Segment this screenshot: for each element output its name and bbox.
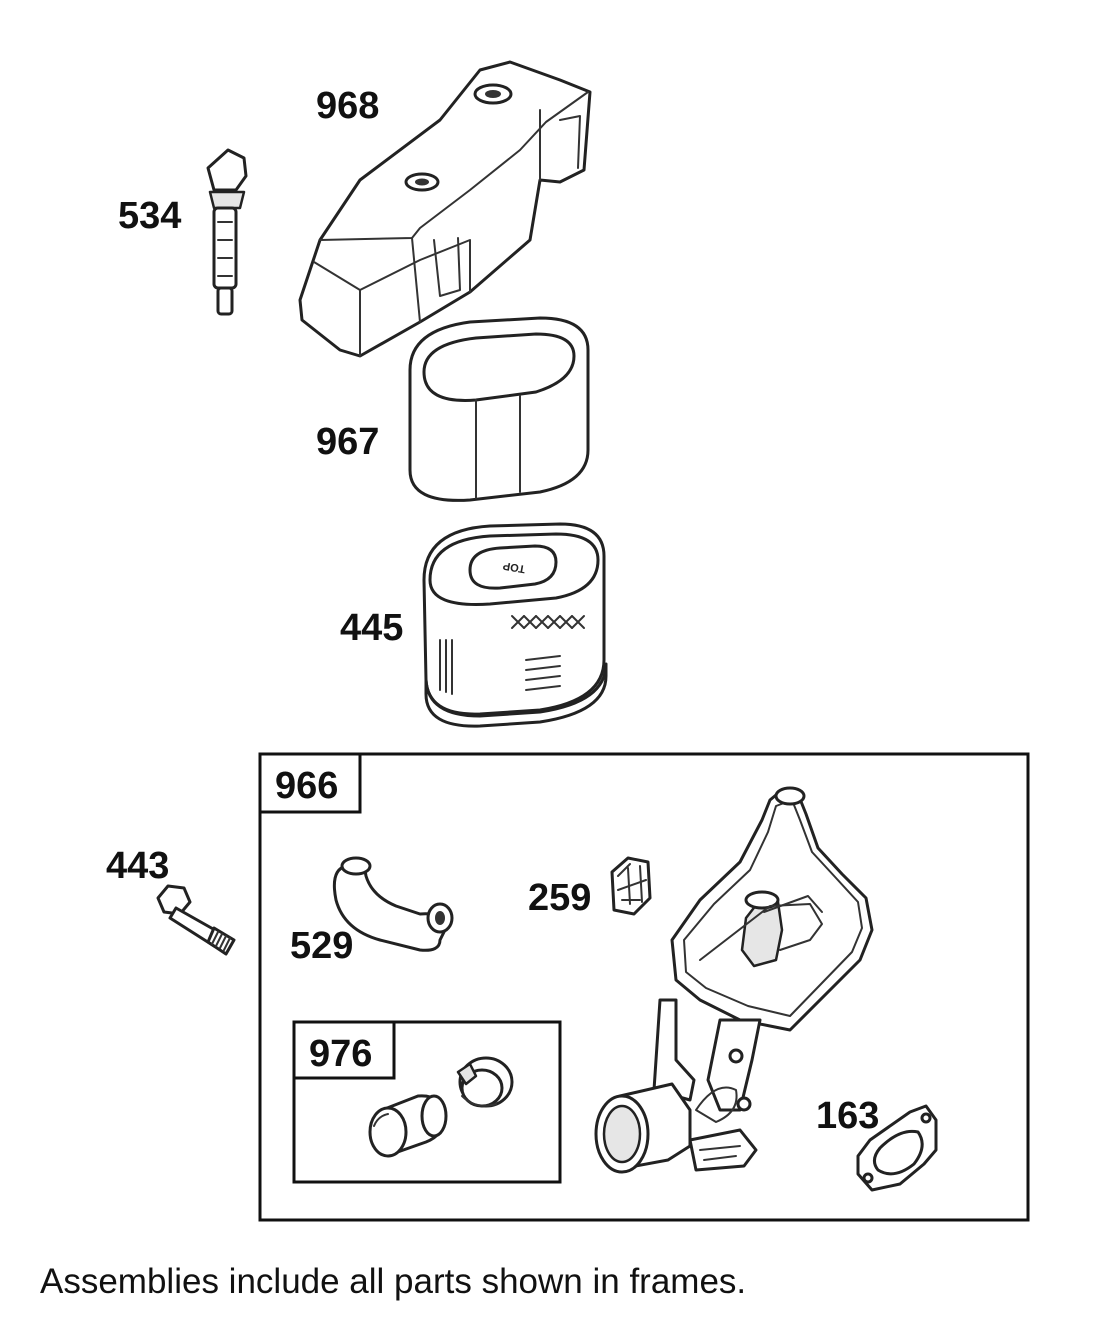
part-163-drawing: [856, 1104, 938, 1192]
part-976-clamp-drawing: [456, 1056, 514, 1108]
part-968-drawing: [298, 60, 592, 358]
label-534: 534: [118, 195, 181, 237]
part-967-drawing: [408, 316, 590, 502]
label-frame-966: 966: [275, 765, 338, 807]
label-259: 259: [528, 877, 591, 919]
label-445: 445: [340, 607, 403, 649]
label-529: 529: [290, 925, 353, 967]
label-163: 163: [816, 1095, 879, 1137]
part-534-drawing: [206, 148, 248, 316]
frame-966-label-box: [258, 752, 362, 814]
frame-976-label-box: [292, 1020, 396, 1080]
label-443: 443: [106, 845, 169, 887]
part-976-breather-drawing: [368, 1094, 448, 1158]
part-529-drawing: [332, 856, 454, 952]
frame-976-border: [292, 1020, 562, 1184]
part-966-base-drawing: [594, 786, 874, 1174]
part-443-drawing: [156, 884, 236, 956]
label-968: 968: [316, 85, 379, 127]
frame-966-border: [258, 752, 1030, 1222]
filter-top-text: TOP: [502, 559, 526, 575]
assemblies-caption: Assemblies include all parts shown in fr…: [40, 1262, 746, 1301]
part-259-drawing: [610, 856, 652, 916]
label-967: 967: [316, 421, 379, 463]
part-445-drawing: TOP: [422, 522, 608, 728]
label-frame-976: 976: [309, 1033, 372, 1075]
